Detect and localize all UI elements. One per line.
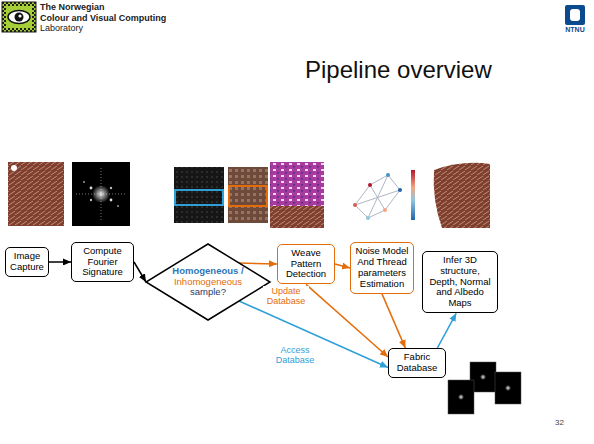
signature-peak (458, 394, 464, 400)
graph-node (368, 183, 372, 187)
node-text: Noise Model And Thread parameters Estima… (354, 246, 410, 290)
inhomogeneous-patch (228, 167, 268, 223)
logo-pupil (15, 13, 24, 22)
graph-ground (347, 165, 417, 227)
lab-logo (2, 2, 36, 32)
flow-arrow (239, 262, 277, 264)
curved-fabric (434, 163, 490, 228)
fourier-peak (110, 187, 112, 189)
graph-node (383, 208, 387, 212)
logo-glint (18, 14, 21, 17)
fourier-peak (110, 199, 113, 202)
process-box: Image Capture (5, 247, 49, 277)
node-text: sample? (190, 287, 226, 298)
node-text: Image Capture (9, 251, 45, 273)
rendered-fabric (434, 163, 490, 228)
signature-peak (505, 385, 511, 391)
flow-arrow (437, 313, 456, 348)
flow-arrow (335, 264, 350, 268)
fabric-texture (8, 162, 64, 226)
graph-node (398, 188, 402, 192)
node-text: Homogeneous / (172, 266, 243, 277)
node-text: Weave Pattern Detection (281, 248, 331, 281)
logo-eye (8, 11, 30, 24)
node-text: Compute Fourier Signature (75, 246, 130, 279)
blue-selection (175, 190, 223, 205)
fabric-photo (8, 162, 64, 226)
ntnu-inner (570, 9, 580, 21)
node-text: Infer 3D structure, Depth, Normal and Al… (426, 255, 494, 310)
ntnu-logo (565, 5, 585, 25)
graph-node (366, 216, 370, 220)
fabric-marker (11, 165, 17, 171)
database-images (448, 362, 521, 414)
ntnu-square (565, 5, 585, 25)
fourier-peak (92, 185, 110, 203)
weave-photo (270, 206, 324, 228)
logo-frame (2, 2, 36, 32)
fourier-image (72, 162, 130, 226)
flow-arrow (306, 284, 388, 357)
edge-label: Update Database (263, 286, 309, 308)
weave-pattern-image (270, 162, 324, 228)
fourier-peak (117, 205, 119, 207)
process-box: Weave Pattern Detection (277, 244, 335, 285)
weave-map (270, 162, 324, 206)
colorbar (411, 170, 415, 220)
lab-name: The Norwegian (40, 2, 105, 12)
node-text: Inhomogeneous (174, 277, 242, 288)
flow-arrow (382, 294, 405, 348)
sample-patches (174, 167, 268, 223)
edge-label: Access Database (272, 345, 318, 367)
decision-diamond: Homogeneous /Inhomogeneoussample? (146, 244, 270, 320)
diamond-shape (146, 244, 270, 320)
fourier-peak (90, 187, 93, 190)
graph-node (386, 173, 390, 177)
database-box: Fabric Database (388, 348, 446, 378)
lab-name: Colour and Visual Computing (40, 13, 166, 23)
flow-arrow (134, 262, 146, 282)
flow-arrow (239, 301, 388, 367)
orange-selection (229, 186, 267, 206)
signature-thumb (495, 372, 521, 404)
logo-ground (6, 6, 32, 28)
flow-arrow (49, 261, 71, 263)
process-box: Infer 3D structure, Depth, Normal and Al… (422, 251, 498, 314)
university-logo-text: NTNU (565, 26, 584, 33)
homogeneous-patch (174, 167, 224, 223)
slide-title: Pipeline overview (305, 56, 492, 84)
node-text: Fabric Database (392, 352, 442, 374)
page-number: 32 (555, 418, 564, 427)
process-box: Noise Model And Thread parameters Estima… (350, 242, 414, 294)
graph-node (353, 203, 357, 207)
fourier-peak (83, 181, 85, 183)
signature-peak (480, 374, 486, 380)
signature-thumb (448, 380, 474, 414)
graph-links (355, 175, 400, 218)
thread-graph (347, 165, 417, 227)
fourier-peak (90, 199, 92, 201)
lab-name: Laboratory (40, 23, 83, 33)
process-box: Compute Fourier Signature (71, 242, 134, 283)
fourier-ground (72, 162, 130, 226)
